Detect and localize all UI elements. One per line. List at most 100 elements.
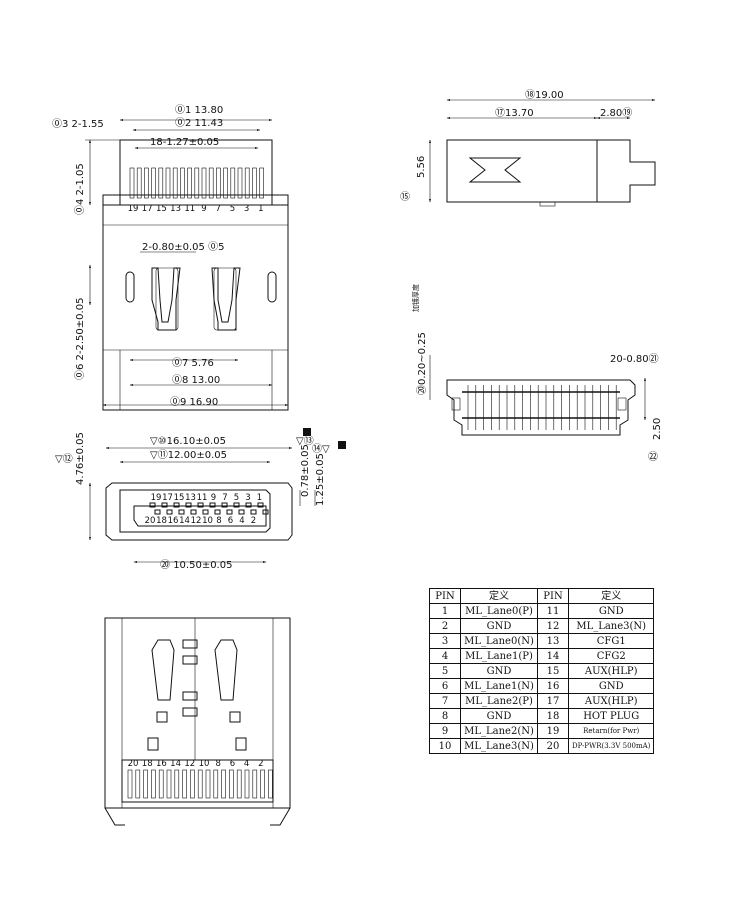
definition-cell: HOT PLUG xyxy=(567,708,655,724)
callout-16: 5.56 xyxy=(416,156,427,178)
callout-03: ⓪3 2-1.55 xyxy=(52,118,104,130)
pin-number-label: 17 xyxy=(162,493,173,503)
contact-finger xyxy=(151,769,156,799)
pin-number-cell: 20 xyxy=(537,738,569,754)
pin-number-label: 11 xyxy=(197,493,208,503)
pin-number-cell: 7 xyxy=(429,693,461,709)
pin-number-label: 10 xyxy=(199,759,210,769)
callout-14-tag: ⑭▽ xyxy=(312,443,330,455)
definition-cell: ML_Lane0(N) xyxy=(460,633,538,649)
contact-pin xyxy=(154,509,161,515)
contact-pin xyxy=(226,509,233,515)
contact-finger xyxy=(172,167,178,199)
definition-cell: ML_Lane3(N) xyxy=(460,738,538,754)
contact-finger xyxy=(223,167,228,199)
pin-number-label: 5 xyxy=(234,493,239,503)
callout-14: 1.25±0.05 xyxy=(315,453,326,506)
callout-01: ⓪1 13.80 xyxy=(175,104,223,116)
contact-finger xyxy=(151,167,156,199)
pin-number-label: 14 xyxy=(179,516,190,526)
pin-number-label: 15 xyxy=(174,493,185,503)
pin-number-label: 13 xyxy=(170,204,181,214)
contact-pin xyxy=(209,502,216,508)
callout-06: ⓪6 2-2.50±0.05 xyxy=(74,298,86,380)
callout-13-tag: ▽⑬ xyxy=(296,435,314,447)
definition-cell: CFG1 xyxy=(567,633,655,649)
pin-number-cell: 12 xyxy=(537,618,569,634)
pin-number-cell: 10 xyxy=(429,738,461,754)
definition-cell: ML_Lane2(P) xyxy=(460,693,538,709)
pin-number-label: 10 xyxy=(202,516,213,526)
contact-finger xyxy=(135,769,141,799)
contact-finger xyxy=(166,769,172,799)
callout-04: ⓪4 2-1.05 xyxy=(74,163,86,215)
contact-finger xyxy=(190,769,195,799)
contact-finger xyxy=(187,167,192,199)
pin-number-label: 3 xyxy=(244,204,249,214)
definition-cell: ML_Lane0(P) xyxy=(460,603,538,619)
pin-number-label: 3 xyxy=(245,493,250,503)
contact-finger xyxy=(205,769,211,799)
contact-finger xyxy=(201,167,207,199)
contact-finger xyxy=(252,769,258,799)
pin-number-label: 4 xyxy=(239,516,244,526)
definition-cell: DP-PWR(3.3V 500mA) xyxy=(567,738,655,754)
contact-pin xyxy=(190,509,197,515)
pin-number-label: 19 xyxy=(128,204,139,214)
callout-08: ⓪8 13.00 xyxy=(172,374,220,386)
contact-finger xyxy=(180,167,185,199)
definition-cell: Retarn(for Pwr) xyxy=(567,723,655,739)
pin-number-label: 20 xyxy=(128,759,139,769)
contact-finger xyxy=(259,167,264,199)
contact-finger xyxy=(216,167,221,199)
pin-number-cell: 15 xyxy=(537,663,569,679)
contact-finger xyxy=(143,769,148,799)
callout-10: ▽⑩16.10±0.05 xyxy=(150,436,226,447)
contact-finger xyxy=(136,167,142,199)
pin-number-cell: 11 xyxy=(537,603,569,619)
pin-number-cell: 5 xyxy=(429,663,461,679)
pin-number-label: 17 xyxy=(142,204,153,214)
pin-number-cell: 3 xyxy=(429,633,461,649)
side-view: ⑱19.00 ⑰13.70 2.80⑲ 5.56 ⑮ xyxy=(400,89,656,207)
contact-pin xyxy=(166,509,173,515)
definition-cell: AUX(HLP) xyxy=(567,693,655,709)
contact-finger xyxy=(237,167,243,199)
definition-cell: CFG2 xyxy=(567,648,655,664)
contact-pin xyxy=(178,509,185,515)
pin-number-label: 15 xyxy=(156,204,167,214)
definition-cell: GND xyxy=(567,678,655,694)
header-definition-2: 定义 xyxy=(567,588,655,604)
callout-02: ⓪2 11.43 xyxy=(175,117,223,129)
contact-pin xyxy=(250,509,257,515)
contact-finger xyxy=(213,769,219,799)
pin-number-label: 18 xyxy=(156,516,167,526)
header-pin-2: PIN xyxy=(537,588,569,604)
pin-number-label: 8 xyxy=(216,516,221,526)
callout-17: ⑰13.70 xyxy=(495,107,534,119)
definition-cell: GND xyxy=(567,603,655,619)
table-header-row: PIN 定义 PIN 定义 xyxy=(429,588,655,604)
callout-15: ⑮ xyxy=(400,191,410,203)
callout-05: 2-0.80±0.05 ⓪5 xyxy=(142,241,224,253)
pin-number-label: 12 xyxy=(191,516,202,526)
header-pin-1: PIN xyxy=(429,588,461,604)
pin-number-label: 1 xyxy=(257,493,262,503)
header-definition-1: 定义 xyxy=(460,588,538,604)
contact-finger xyxy=(268,769,273,799)
contact-finger xyxy=(158,769,164,799)
pin-number-label: 16 xyxy=(168,516,179,526)
definition-cell: GND xyxy=(460,663,538,679)
pin-number-label: 7 xyxy=(215,204,220,214)
